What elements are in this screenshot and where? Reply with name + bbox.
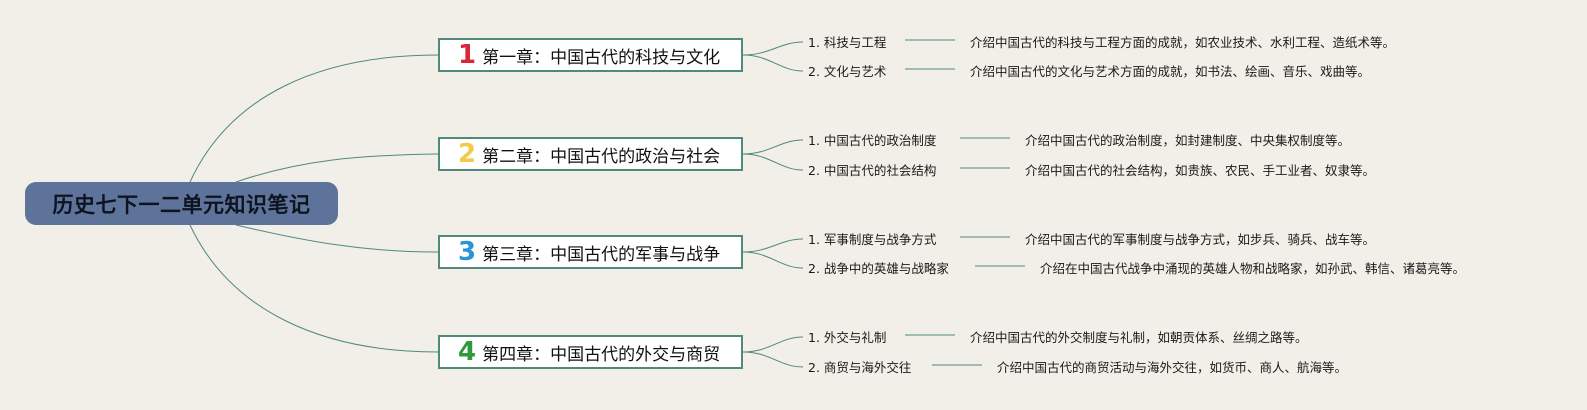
subtopic-4-1[interactable]: 1. 外交与礼制 bbox=[808, 330, 887, 345]
connector-ch2-sub1 bbox=[742, 139, 804, 155]
chapter-title-4: 第四章：中国古代的外交与商贸 bbox=[482, 344, 721, 365]
description-4-2[interactable]: 介绍中国古代的商贸活动与海外交往，如货币、商人、航海等。 bbox=[997, 360, 1348, 375]
description-3-1[interactable]: 介绍中国古代的军事制度与战争方式，如步兵、骑兵、战车等。 bbox=[1025, 232, 1376, 247]
subtopic-1-1[interactable]: 1. 科技与工程 bbox=[808, 35, 887, 50]
description-2-1[interactable]: 介绍中国古代的政治制度，如封建制度、中央集权制度等。 bbox=[1025, 133, 1351, 148]
chapter-node-2[interactable]: 2 第二章：中国古代的政治与社会 bbox=[438, 137, 743, 171]
chapter-node-1[interactable]: 1 第一章：中国古代的科技与文化 bbox=[438, 38, 743, 72]
chapter-number-1: 1 bbox=[458, 40, 477, 70]
chapter-title-3: 第三章：中国古代的军事与战争 bbox=[482, 244, 721, 265]
chapter-node-4[interactable]: 4 第四章：中国古代的外交与商贸 bbox=[438, 335, 743, 369]
root-title: 历史七下一二单元知识笔记 bbox=[52, 192, 311, 217]
chapter-title-1: 第一章：中国古代的科技与文化 bbox=[482, 47, 721, 68]
description-2-2[interactable]: 介绍中国古代的社会结构，如贵族、农民、手工业者、奴隶等。 bbox=[1025, 163, 1376, 178]
description-3-2[interactable]: 介绍在中国古代战争中涌现的英雄人物和战略家，如孙武、韩信、诸葛亮等。 bbox=[1040, 261, 1466, 276]
connector-ch4-sub2 bbox=[742, 351, 804, 368]
connector-ch2-sub2 bbox=[742, 153, 804, 171]
connector-ch1-sub1 bbox=[742, 41, 804, 56]
subtopic-3-2[interactable]: 2. 战争中的英雄与战略家 bbox=[808, 261, 949, 276]
connector-root-ch4 bbox=[189, 224, 439, 353]
description-1-2[interactable]: 介绍中国古代的文化与艺术方面的成就，如书法、绘画、音乐、戏曲等。 bbox=[970, 64, 1371, 79]
chapter-number-3: 3 bbox=[458, 237, 477, 267]
connector-root-ch2 bbox=[235, 153, 439, 183]
connector-root-ch1 bbox=[189, 54, 439, 183]
description-1-1[interactable]: 介绍中国古代的科技与工程方面的成就，如农业技术、水利工程、造纸术等。 bbox=[970, 35, 1396, 50]
subtopic-1-2[interactable]: 2. 文化与艺术 bbox=[808, 64, 887, 79]
description-4-1[interactable]: 介绍中国古代的外交制度与礼制，如朝贡体系、丝绸之路等。 bbox=[970, 330, 1308, 345]
chapter-node-3[interactable]: 3 第三章：中国古代的军事与战争 bbox=[438, 235, 743, 269]
connector-root-ch3 bbox=[235, 224, 439, 253]
chapter-title-2: 第二章：中国古代的政治与社会 bbox=[482, 146, 721, 167]
subtopic-2-2[interactable]: 2. 中国古代的社会结构 bbox=[808, 163, 937, 178]
connector-ch1-sub2 bbox=[742, 54, 804, 72]
subtopic-3-1[interactable]: 1. 军事制度与战争方式 bbox=[808, 232, 937, 247]
chapter-number-2: 2 bbox=[458, 139, 477, 169]
subtopic-2-1[interactable]: 1. 中国古代的政治制度 bbox=[808, 133, 937, 148]
root-node[interactable]: 历史七下一二单元知识笔记 bbox=[25, 182, 338, 225]
subtopic-4-2[interactable]: 2. 商贸与海外交往 bbox=[808, 360, 912, 375]
connector-ch4-sub1 bbox=[742, 336, 804, 353]
connector-ch3-sub1 bbox=[742, 238, 804, 253]
connector-ch3-sub2 bbox=[742, 251, 804, 269]
chapter-number-4: 4 bbox=[458, 337, 477, 367]
